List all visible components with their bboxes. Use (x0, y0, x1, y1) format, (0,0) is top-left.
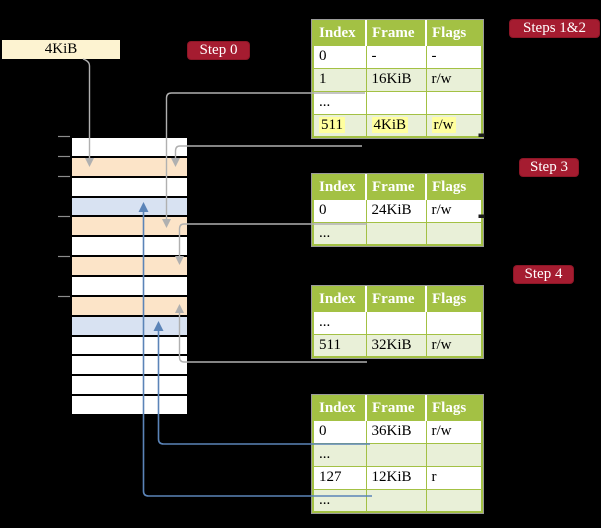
col-header-frame: Frame (365, 21, 426, 45)
cell-frame (365, 442, 427, 467)
table-row: 0 36KiB r/w (312, 419, 483, 444)
page-table-steps-1-2: Index Frame Flags 0 - - 1 16KiB r/w ... … (311, 19, 484, 139)
leaf-page-table: Index Frame Flags 0 36KiB r/w ... 127 12… (311, 394, 484, 514)
cell-index: ... (312, 90, 367, 115)
col-header-frame: Frame (365, 396, 426, 420)
memory-row-2 (72, 155, 187, 176)
memory-row-10 (72, 314, 187, 335)
memory-row-12 (72, 354, 187, 375)
table-header-row: Index Frame Flags (313, 396, 482, 420)
table-row: 127 12KiB r (312, 465, 483, 490)
memory-row-7 (72, 255, 187, 276)
highlighted-value: r/w (431, 116, 456, 133)
cell-index: 511 (312, 113, 367, 138)
cell-flags: r/w (425, 333, 483, 358)
cell-flags: r/w (425, 419, 483, 444)
cell-flags: - (425, 44, 483, 69)
cell-index: ... (312, 221, 367, 246)
col-header-flags: Flags (425, 21, 482, 45)
badge-step-0: Step 0 (188, 42, 249, 59)
memory-row-13 (72, 374, 187, 395)
cell-frame: 4KiB (365, 113, 427, 138)
table-row: 0 24KiB r/w (312, 198, 483, 223)
cell-index: ... (312, 442, 367, 467)
table-row: 0 - - (312, 44, 483, 69)
memory-row-4 (72, 195, 187, 216)
cell-flags: r/w (425, 67, 483, 92)
table-row: 1 16KiB r/w (312, 67, 483, 92)
cell-flags (425, 442, 483, 467)
cell-frame: 24KiB (365, 198, 427, 223)
memory-row-5 (72, 215, 187, 236)
col-header-index: Index (313, 21, 366, 45)
cell-index: 0 (312, 419, 367, 444)
cell-index: ... (312, 488, 367, 513)
cell-flags (425, 221, 483, 246)
memory-row-14 (72, 394, 187, 415)
cell-frame (365, 488, 427, 513)
cell-index: ... (312, 310, 367, 335)
root-pointer-label: 4KiB (44, 41, 78, 57)
root-pointer-box: 4KiB (2, 40, 120, 59)
page-table-step-4: Index Frame Flags ... 511 32KiB r/w (311, 285, 484, 359)
table-row: 511 32KiB r/w (312, 333, 483, 358)
cell-flags (425, 310, 483, 335)
cell-index: 0 (312, 44, 367, 69)
highlighted-value: 511 (319, 116, 345, 133)
cell-flags (425, 90, 483, 115)
memory-address-ticks (58, 135, 70, 298)
cell-frame (365, 310, 427, 335)
arrow-entry511-to-frame-4kib (174, 145, 362, 158)
table-row: ... (312, 221, 483, 246)
cell-index: 127 (312, 465, 367, 490)
table-row: ... (312, 442, 483, 467)
table-row-highlighted: 511 4KiB r/w (312, 113, 483, 138)
cell-index: 1 (312, 67, 367, 92)
highlighted-value: 4KiB (371, 116, 409, 133)
table-row: ... (312, 488, 483, 513)
cell-flags: r/w (425, 113, 483, 138)
memory-row-11 (72, 334, 187, 355)
badge-step-4: Step 4 (514, 266, 573, 283)
memory-row-8 (72, 275, 187, 295)
cell-frame: 16KiB (365, 67, 427, 92)
cell-frame: 12KiB (365, 465, 427, 490)
col-header-flags: Flags (425, 175, 482, 199)
cell-frame (365, 90, 427, 115)
page-table-step-3: Index Frame Flags 0 24KiB r/w ... (311, 173, 484, 247)
col-header-index: Index (313, 175, 366, 199)
col-header-index: Index (313, 287, 366, 311)
cell-flags (425, 488, 483, 513)
col-header-frame: Frame (365, 287, 426, 311)
memory-row-9 (72, 294, 187, 315)
cell-index: 511 (312, 333, 367, 358)
table-row: ... (312, 90, 483, 115)
badge-steps-1-2: Steps 1&2 (510, 20, 599, 37)
col-header-flags: Flags (425, 287, 482, 311)
table-header-row: Index Frame Flags (313, 21, 482, 45)
cell-index: 0 (312, 198, 367, 223)
cell-frame: 36KiB (365, 419, 427, 444)
cell-frame (365, 221, 427, 246)
col-header-index: Index (313, 396, 366, 420)
cell-frame: 32KiB (365, 333, 427, 358)
memory-row-1 (72, 138, 187, 156)
memory-row-6 (72, 235, 187, 256)
cell-flags: r (425, 465, 483, 490)
cell-frame: - (365, 44, 427, 69)
memory-row-3 (72, 175, 187, 196)
col-header-flags: Flags (425, 396, 482, 420)
table-row: ... (312, 310, 483, 335)
badge-step-3: Step 3 (520, 159, 578, 176)
table-header-row: Index Frame Flags (313, 287, 482, 311)
table-header-row: Index Frame Flags (313, 175, 482, 199)
col-header-frame: Frame (365, 175, 426, 199)
memory-stack (70, 136, 189, 416)
cell-flags: r/w (425, 198, 483, 223)
